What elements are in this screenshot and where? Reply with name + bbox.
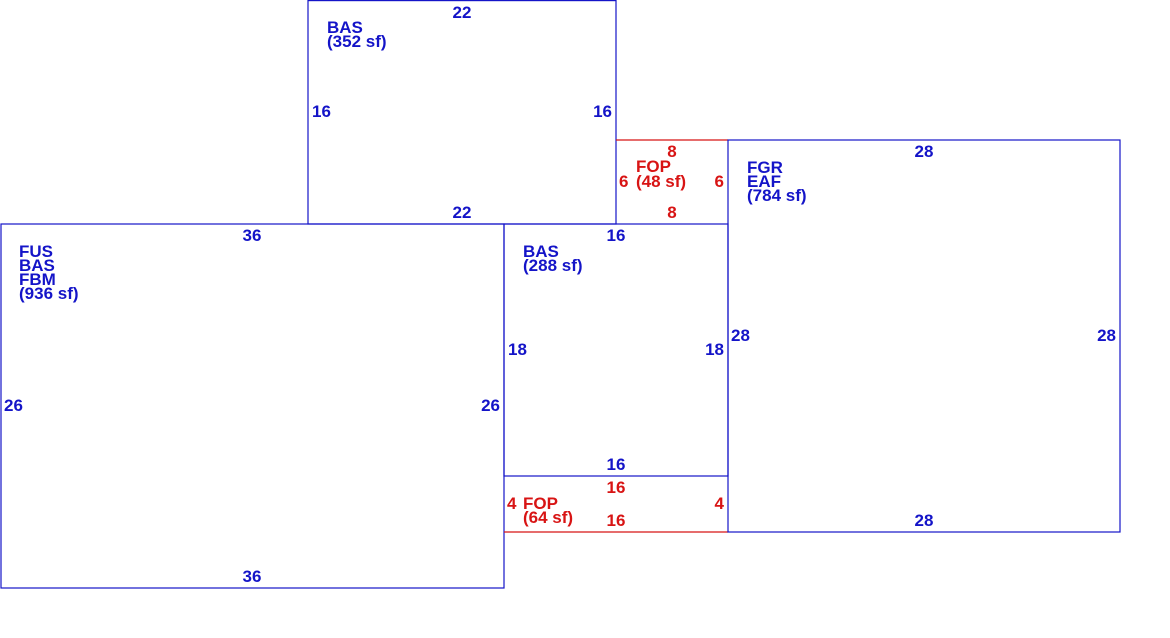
garage-area-code-1: FGR [747,158,783,177]
top-porch-dim-bottom: 8 [667,203,676,222]
garage-area-dim-bottom: 28 [915,511,934,530]
middle-area-dim-top: 16 [607,226,626,245]
main-area-outline [0,223,505,589]
garage-area-size: (784 sf) [747,186,807,205]
bottom-porch-code: FOP [523,494,558,513]
bottom-porch-dim-bottom: 16 [607,511,626,530]
main-area: FUS BAS FBM (936 sf) 36 36 26 26 [0,223,505,589]
upper-area-dim-top: 22 [453,3,472,22]
middle-area-dim-right: 18 [705,340,724,359]
top-porch-dim-top: 8 [667,142,676,161]
main-area-code-2: BAS [19,256,55,275]
garage-area-code-2: EAF [747,172,781,191]
top-porch-code: FOP [636,157,671,176]
garage-area-dim-right: 28 [1097,326,1116,345]
garage-area-outline [727,139,1121,533]
garage-area-dim-top: 28 [915,142,934,161]
upper-area-dim-bottom: 22 [453,203,472,222]
bottom-porch-size: (64 sf) [523,508,573,527]
main-area-dim-left: 26 [4,396,23,415]
middle-area-dim-left: 18 [508,340,527,359]
middle-area-size: (288 sf) [523,256,583,275]
main-area-dim-bottom: 36 [243,567,262,586]
upper-area-dim-left: 16 [312,102,331,121]
bottom-porch-dim-top: 16 [607,478,626,497]
bottom-porch-dim-right: 4 [715,494,725,513]
main-area-code-1: FUS [19,242,53,261]
upper-area-size: (352 sf) [327,32,387,51]
bottom-porch-dim-left: 4 [507,494,517,513]
main-area-dim-top: 36 [243,226,262,245]
middle-area-dim-bottom: 16 [607,455,626,474]
bottom-porch-area: FOP (64 sf) 16 16 4 4 [504,478,728,533]
garage-area: FGR EAF (784 sf) 28 28 28 28 [727,139,1121,533]
main-area-dim-right: 26 [481,396,500,415]
middle-area-code: BAS [523,242,559,261]
top-porch-dim-right: 6 [715,172,724,191]
garage-area-dim-left: 28 [731,326,750,345]
top-porch-dim-left: 6 [619,172,628,191]
top-porch-size: (48 sf) [636,172,686,191]
upper-area: BAS (352 sf) 22 22 16 16 [307,0,617,225]
top-porch-area: FOP (48 sf) 8 8 6 6 [616,139,728,222]
upper-area-code: BAS [327,18,363,37]
middle-area: BAS (288 sf) 16 16 18 18 [503,223,729,477]
main-area-size: (936 sf) [19,284,79,303]
upper-area-dim-right: 16 [593,102,612,121]
upper-area-outline [307,0,617,225]
main-area-code-3: FBM [19,270,56,289]
